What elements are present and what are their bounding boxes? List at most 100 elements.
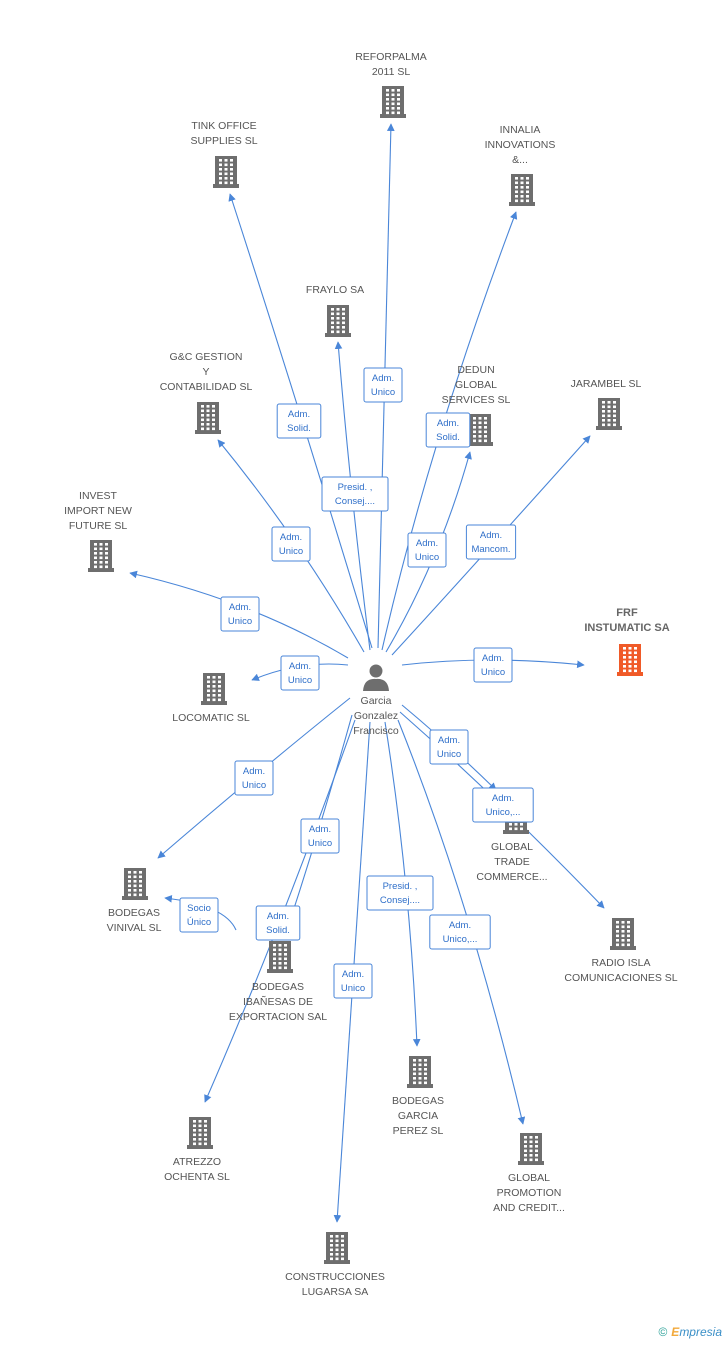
node-label-line: DEDUN <box>457 364 494 376</box>
node-label-line: PROMOTION <box>497 1187 562 1199</box>
edge-label-frf[interactable]: Adm.Unico <box>473 647 513 683</box>
edge-label-text: Adm. <box>289 661 311 672</box>
company-node-locomatic[interactable]: LOCOMATIC SL <box>172 673 250 724</box>
node-label-line: BODEGAS <box>108 907 160 919</box>
building-icon <box>509 174 535 206</box>
edge-label-tink[interactable]: Adm.Solid. <box>276 403 322 439</box>
edge-label-locomatic[interactable]: Adm.Unico <box>280 655 320 691</box>
company-node-jarambel[interactable]: JARAMBEL SL <box>571 378 642 430</box>
brand-initial: E <box>671 1325 680 1339</box>
edge-label-text: Consej.... <box>335 496 375 507</box>
edge-label-box <box>407 532 447 568</box>
node-label-line: OCHENTA SL <box>164 1171 230 1183</box>
edge-label-box <box>333 963 373 999</box>
edge-label-jarambel[interactable]: Adm.Mancom. <box>465 524 517 560</box>
company-node-lugarsa[interactable]: CONSTRUCCIONES LUGARSA SA <box>285 1232 385 1298</box>
edge-label-garciaperez[interactable]: Presid. ,Consej.... <box>366 875 434 911</box>
edge-label-text: Unico <box>308 838 332 849</box>
person-icon <box>363 664 389 691</box>
edge-label-dedun[interactable]: Adm. Unico <box>407 532 447 568</box>
edge-label-box <box>271 526 311 562</box>
edge-label-text: Solid. <box>287 423 311 434</box>
edge-label-text: Adm. <box>342 969 364 980</box>
company-node-innalia[interactable]: INNALIAINNOVATIONS&... <box>485 124 556 206</box>
edge-label-vinival[interactable]: Adm.Unico <box>234 760 274 796</box>
node-label-line: Francisco <box>353 725 399 737</box>
node-label-line: CONTABILIDAD SL <box>160 381 253 393</box>
edge-label-reforpalma[interactable]: Adm.Unico <box>363 367 403 403</box>
node-label-line: Y <box>202 366 209 378</box>
edge-label-radioisla[interactable]: Adm.Unico,... <box>472 787 534 823</box>
company-node-fraylo[interactable]: FRAYLO SA <box>306 284 364 337</box>
building-icon <box>187 1117 213 1149</box>
node-label-line: TRADE <box>494 856 530 868</box>
node-label-line: IBAÑESAS DE <box>243 995 313 1008</box>
edge-label-text: Adm. <box>243 766 265 777</box>
edge-label-innalia[interactable]: Adm.Solid. <box>425 412 471 448</box>
edge-label-lugarsa[interactable]: Adm. Unico <box>333 963 373 999</box>
edge-label-invest[interactable]: Adm. Unico <box>220 596 260 632</box>
edge-label-gc[interactable]: Adm.Unico <box>271 526 311 562</box>
node-label-line: INVEST <box>79 490 118 502</box>
node-label-line: LUGARSA SA <box>302 1286 369 1298</box>
edge-label-box <box>179 897 219 933</box>
building-icon <box>596 398 622 430</box>
node-label-line: TINK OFFICE <box>191 120 256 132</box>
node-label-line: RADIO ISLA <box>592 957 651 969</box>
edge-label-globalpromo[interactable]: Adm.Unico,... <box>429 914 491 950</box>
building-icon <box>213 156 239 188</box>
company-label-jarambel: JARAMBEL SL <box>571 378 642 390</box>
node-label-line: REFORPALMA <box>355 51 427 63</box>
company-label-innalia: INNALIAINNOVATIONS&... <box>485 124 556 166</box>
edge-label-box <box>300 818 340 854</box>
edge-label-atrezzo[interactable]: Adm.Solid. <box>255 905 301 941</box>
edge-label-box <box>280 655 320 691</box>
edge-label-globaltrade[interactable]: Adm.Unico <box>429 729 469 765</box>
edge-label-box <box>234 760 274 796</box>
edge-label-box <box>429 914 491 950</box>
footer-brand[interactable]: ©Empresia <box>658 1325 722 1339</box>
building-icon <box>201 673 227 705</box>
edge-label-text: Adm. <box>280 532 302 543</box>
edge-label-text: Adm. <box>416 538 438 549</box>
edge-label-text: Adm. <box>267 911 289 922</box>
edge-label-text: Adm. <box>229 602 251 613</box>
edge-label-text: Adm. <box>309 824 331 835</box>
node-label-line: G&C GESTION <box>170 351 243 363</box>
node-label-line: Garcia <box>361 695 392 707</box>
edge-label-text: Unico <box>228 616 252 627</box>
edge-label-text: Adm. <box>437 418 459 429</box>
node-label-line: BODEGAS <box>252 981 304 993</box>
node-label-line: LOCOMATIC SL <box>172 712 250 724</box>
edge-label-fraylo[interactable]: Presid. ,Consej.... <box>321 476 389 512</box>
edge-globalpromo <box>397 719 526 1125</box>
edge-label-text: Unico <box>341 983 365 994</box>
company-node-gc[interactable]: G&C GESTION Y CONTABILIDAD SL <box>160 351 253 434</box>
edge-label-box <box>363 367 403 403</box>
edge-label-box <box>465 524 517 560</box>
edge-label-box <box>276 403 322 439</box>
node-label-line: CONSTRUCCIONES <box>285 1271 385 1283</box>
edge-label-ibanesas[interactable]: Adm. Unico <box>300 818 340 854</box>
edge-label-text: Unico <box>415 552 439 563</box>
